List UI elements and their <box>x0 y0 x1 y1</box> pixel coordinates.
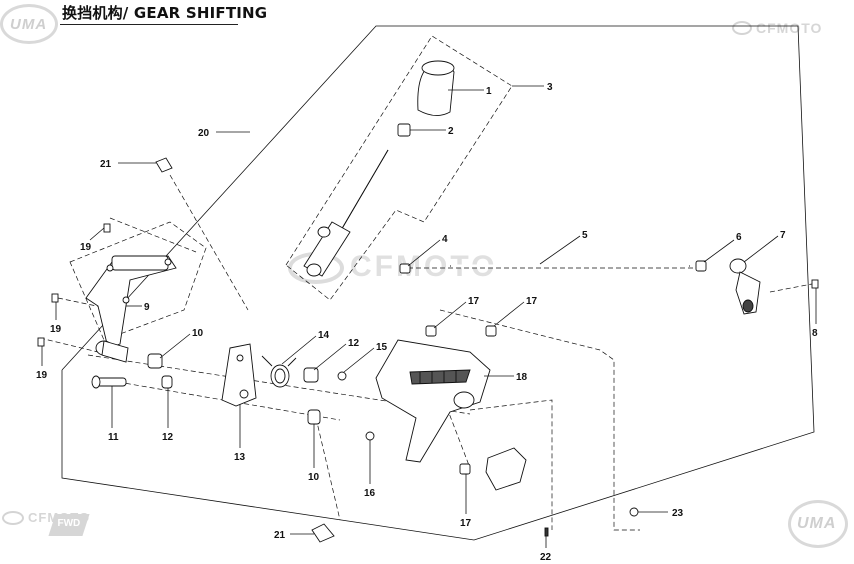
shift-knob <box>417 60 455 116</box>
callout-7: 7 <box>780 230 786 241</box>
shift-gate-housing <box>375 339 491 463</box>
uma-logo-top-left: UMA <box>0 4 58 44</box>
pivot-pin <box>91 375 127 389</box>
cfmoto-ring-icon <box>732 21 752 35</box>
title-underline <box>60 24 238 25</box>
rod-end-nut <box>695 260 707 272</box>
leader-7 <box>743 235 779 263</box>
callout-5: 5 <box>582 230 588 241</box>
pivot-plate <box>221 343 257 407</box>
assembly-frame-outline <box>61 25 815 541</box>
cfmoto-text: CFMOTO <box>756 20 823 36</box>
bushing-10-lower <box>307 409 321 425</box>
selector-boundary <box>439 309 640 531</box>
pivot-shaft <box>95 340 129 363</box>
callout-17a: 17 <box>468 296 480 307</box>
arm-bolt <box>811 279 819 289</box>
bolt-19-lower <box>37 337 45 347</box>
ball-joint-arm <box>729 258 761 315</box>
leader-19a <box>89 227 105 241</box>
bolt-19-middle <box>51 293 59 303</box>
callout-17c: 17 <box>460 518 472 529</box>
callout-19c: 19 <box>36 370 48 381</box>
callout-12b: 12 <box>348 338 360 349</box>
callout-15: 15 <box>376 342 388 353</box>
callout-8: 8 <box>812 328 818 339</box>
callout-22: 22 <box>540 552 552 563</box>
callout-1: 1 <box>486 86 492 97</box>
mounting-bracket <box>85 255 177 349</box>
uma-logo-text: UMA <box>797 515 837 532</box>
callout-11: 11 <box>108 432 119 443</box>
leader-10a <box>159 333 191 359</box>
bushing-10-left <box>147 353 163 369</box>
callout-10b: 10 <box>308 472 320 483</box>
callout-4: 4 <box>442 234 448 245</box>
callout-13: 13 <box>234 452 246 463</box>
callout-23: 23 <box>672 508 684 519</box>
callout-20: 20 <box>198 128 210 139</box>
bolt-17-right <box>485 325 497 337</box>
callout-21a: 21 <box>100 159 112 170</box>
clip-axis-line-2 <box>315 417 341 521</box>
callout-2: 2 <box>448 126 454 137</box>
leader-14 <box>281 335 317 365</box>
leader-6 <box>703 239 735 263</box>
washer-15 <box>337 371 347 381</box>
shift-lever <box>303 149 389 277</box>
washer-16 <box>365 431 375 441</box>
callout-16: 16 <box>364 488 376 499</box>
callout-3: 3 <box>547 82 553 93</box>
lever-nut <box>397 123 411 137</box>
callout-12a: 12 <box>162 432 174 443</box>
washer-23 <box>629 507 639 517</box>
page-title: 换挡机构/ GEAR SHIFTING <box>62 4 268 22</box>
leader-17b <box>493 301 525 327</box>
leader-4 <box>407 239 441 267</box>
leader-15 <box>343 347 375 373</box>
pin-22 <box>544 527 549 537</box>
callout-6: 6 <box>736 232 742 243</box>
washer-12-right <box>303 367 319 383</box>
clip-axis-line <box>169 174 249 311</box>
bolt-axis-line <box>109 217 197 253</box>
bolt-17-lower <box>459 463 471 475</box>
uma-logo-bottom-right: UMA <box>788 500 848 548</box>
leader-17a <box>433 301 467 329</box>
bolt-17-left <box>425 325 437 337</box>
callout-21b: 21 <box>274 530 286 541</box>
uma-logo-text: UMA <box>10 16 48 33</box>
clip-21-top <box>155 157 173 173</box>
callout-9: 9 <box>144 302 150 313</box>
callout-14: 14 <box>318 330 330 341</box>
bolt-19-upper <box>103 223 111 233</box>
callout-19a: 19 <box>80 242 92 253</box>
rod-nut <box>399 263 411 274</box>
bolt-axis-line-3 <box>39 337 99 353</box>
selector-lower-boundary <box>469 399 553 530</box>
callout-19b: 19 <box>50 324 62 335</box>
bolt8-axis-line <box>769 283 813 293</box>
washer-12-left <box>161 375 173 389</box>
bracket-assembly-boundary <box>69 221 207 341</box>
leader-12b <box>313 343 347 371</box>
cfmoto-ring-icon <box>2 511 24 525</box>
callout-10a: 10 <box>192 328 204 339</box>
rubber-boot <box>485 447 527 491</box>
leader-5 <box>539 235 581 265</box>
callout-17b: 17 <box>526 296 538 307</box>
return-spring <box>261 355 297 388</box>
clip-21-bottom <box>311 523 335 543</box>
callout-18: 18 <box>516 372 528 383</box>
